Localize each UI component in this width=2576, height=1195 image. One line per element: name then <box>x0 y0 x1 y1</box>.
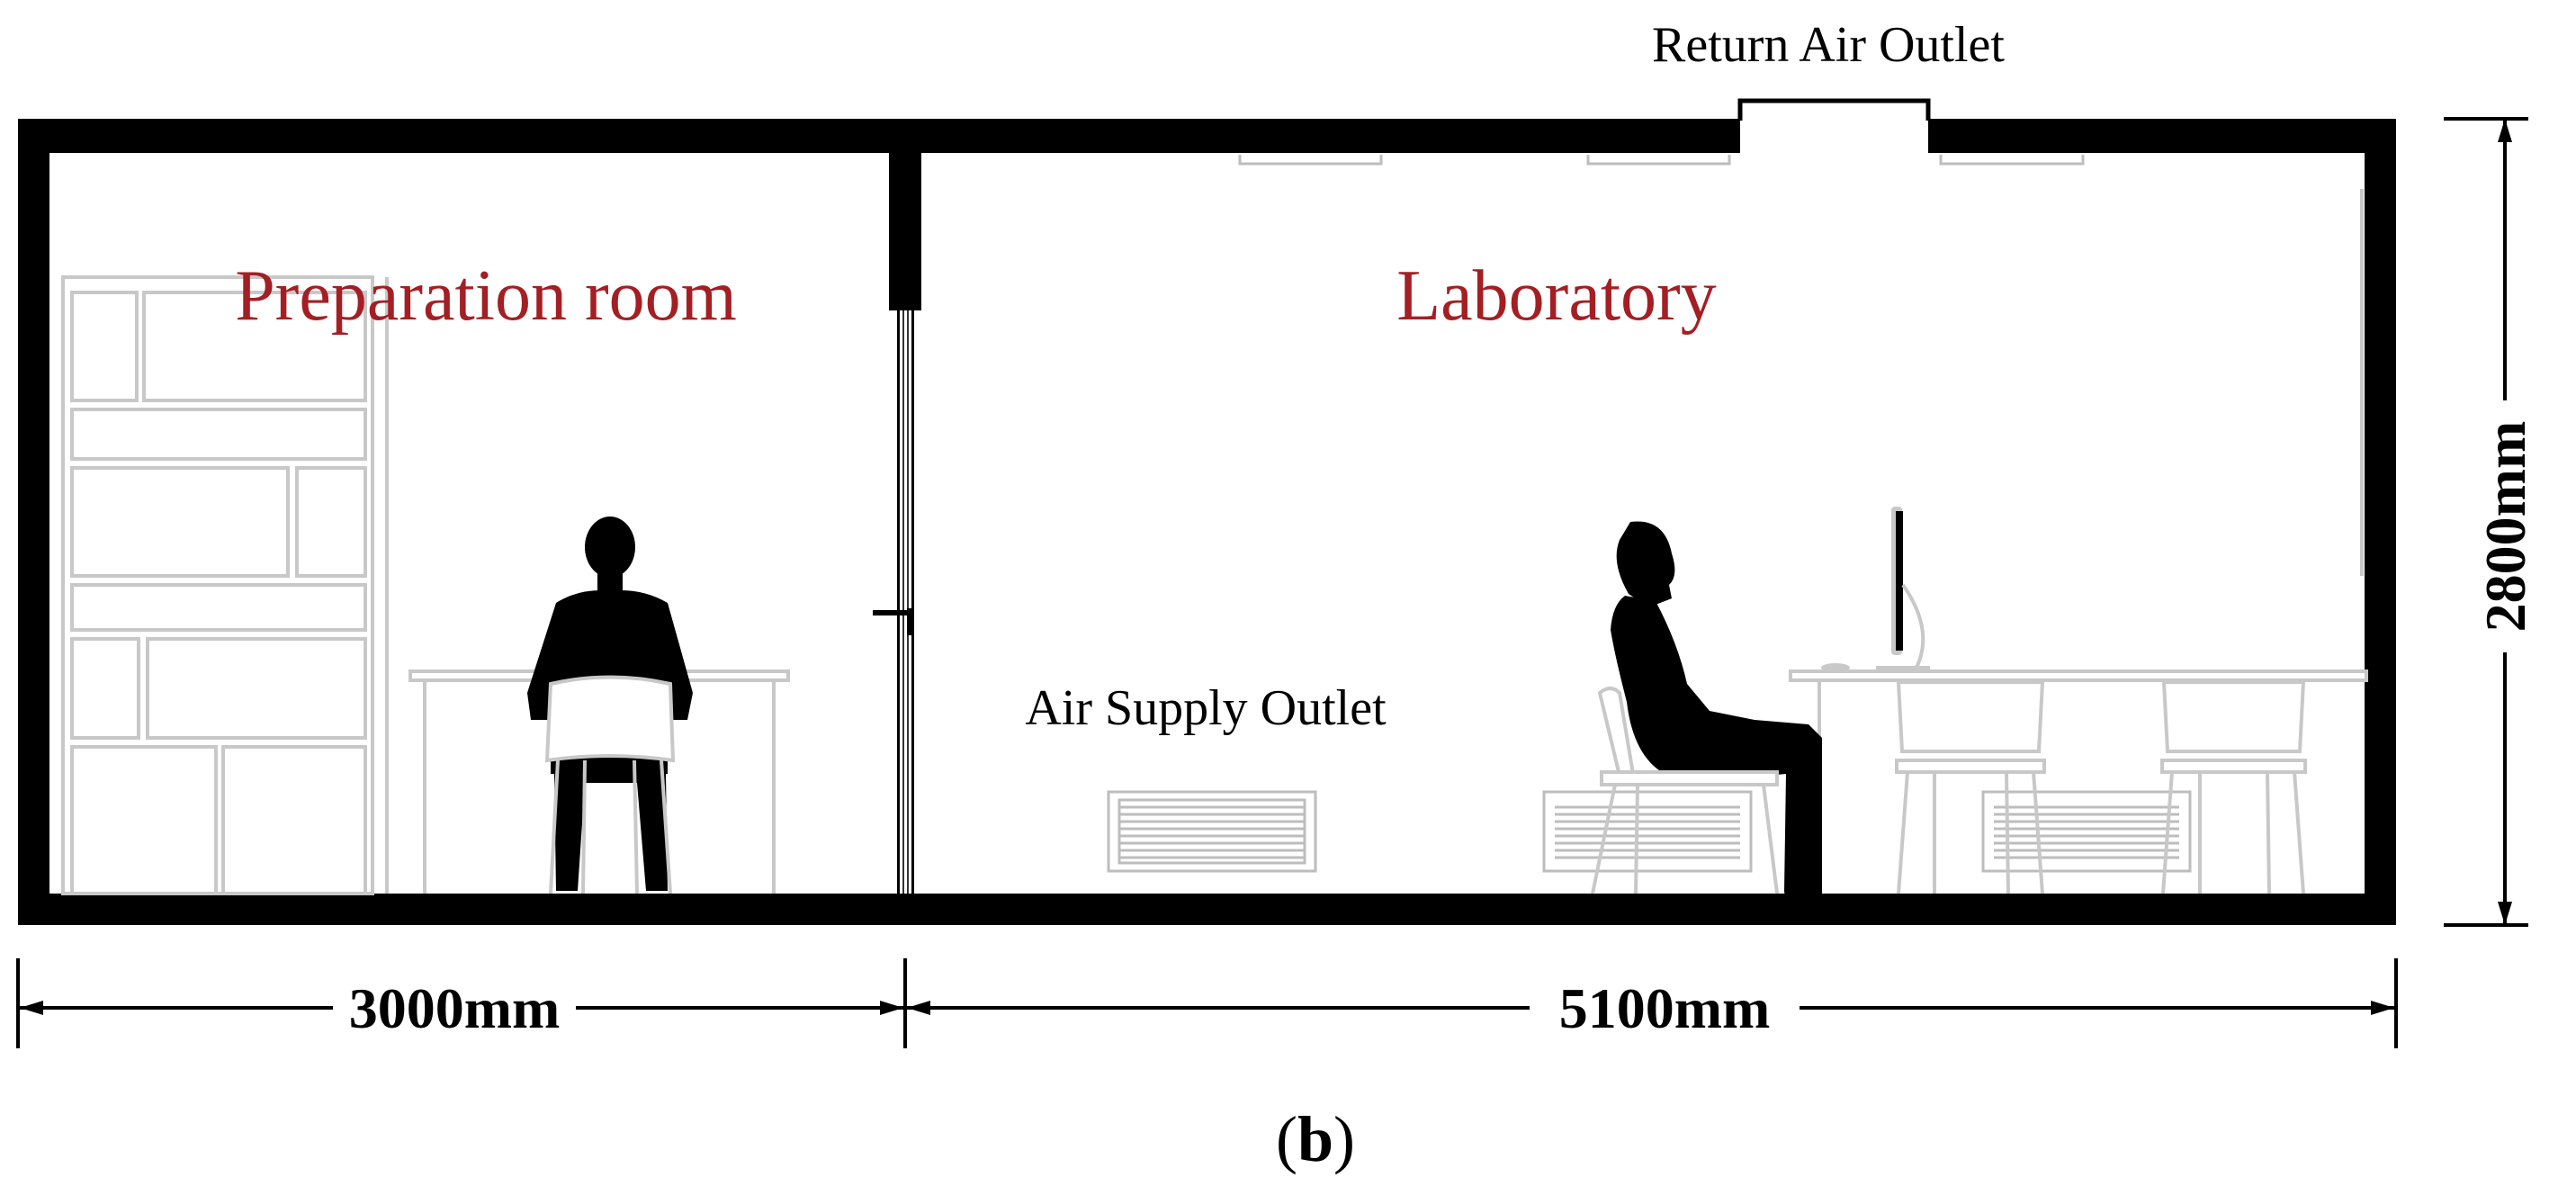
right-wall <box>2365 119 2396 925</box>
door-handle <box>873 608 912 635</box>
ceiling-left <box>18 119 1740 153</box>
lab-chair-3-occupied <box>1591 687 1779 894</box>
panel-label-letter: b <box>1297 1103 1333 1175</box>
air-supply-vent-1 <box>1107 790 1317 873</box>
return-air-outlet-label: Return Air Outlet <box>1652 17 2005 73</box>
air-supply-vent-3 <box>1981 790 2192 873</box>
panel-label: (b) <box>1276 1103 1355 1175</box>
lab-chair-2 <box>2160 680 2307 894</box>
laboratory-label: Laboratory <box>1396 256 1716 336</box>
air-supply-vent-2 <box>1542 790 1753 873</box>
return-air-duct <box>1737 98 1931 121</box>
partition-wall <box>873 153 921 894</box>
air-supply-outlet-label: Air Supply Outlet <box>1025 680 1387 736</box>
panel-label-open: ( <box>1276 1103 1297 1175</box>
monitor-icon <box>1821 507 1930 672</box>
dimension-lab-width-label: 5100mm <box>1559 976 1771 1040</box>
dimension-width-prep <box>16 958 907 1048</box>
dimension-height-label: 2800mm <box>2473 421 2537 633</box>
dimension-prep-width-label: 3000mm <box>349 976 561 1040</box>
ceiling-right <box>1928 119 2396 153</box>
shelf-unit <box>61 275 389 895</box>
person-side-view-icon <box>1611 521 1871 907</box>
prep-chair <box>544 675 676 894</box>
panel-label-close: ) <box>1333 1103 1355 1175</box>
lab-chair-1 <box>1895 680 2046 894</box>
floor-slab <box>18 894 2396 925</box>
dimension-width-lab <box>907 958 2398 1048</box>
preparation-room-label: Preparation room <box>235 256 737 336</box>
dimension-height <box>2444 117 2528 927</box>
left-wall <box>18 119 49 925</box>
ceiling-lights <box>1238 155 2085 166</box>
building-walls <box>18 119 2396 925</box>
